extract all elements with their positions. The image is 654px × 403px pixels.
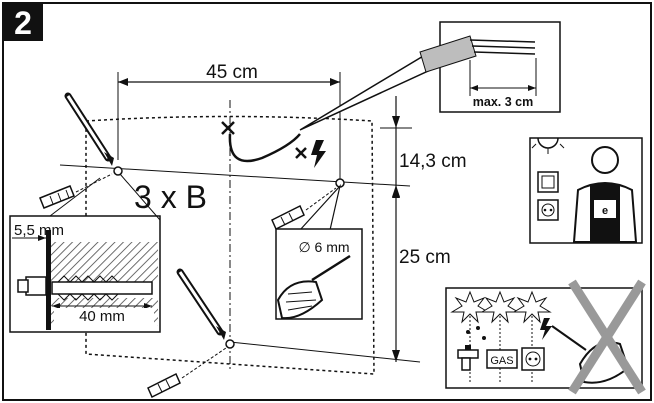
- drill-hole-bottom: [225, 339, 235, 349]
- burst-icon: [450, 290, 552, 324]
- bottom-mount-line: [229, 341, 421, 363]
- lower-vertical-label: 25 cm: [399, 247, 451, 268]
- switch-icon: [537, 171, 559, 193]
- pencil-icon: [64, 92, 114, 166]
- socket-icon: [521, 347, 545, 371]
- gas-icon: GAS: [486, 349, 518, 369]
- drill-icon: [276, 280, 324, 320]
- cable-strip-label: max. 3 cm: [473, 95, 533, 109]
- wall-plug-icon: [271, 204, 305, 231]
- wall-plug-icon: [147, 372, 181, 399]
- light-bulb-icon: [531, 137, 565, 154]
- drill-hole-left: [113, 166, 123, 176]
- gas-label: GAS: [490, 355, 513, 367]
- warning-panel: GAS: [445, 279, 646, 395]
- wall-plug-icon: [39, 185, 75, 209]
- electrician-panel: e: [529, 137, 643, 244]
- horizontal-dimension-label: 45 cm: [206, 62, 258, 83]
- cable-detail-panel: [439, 21, 561, 113]
- electrician-icon: e: [572, 146, 638, 243]
- anchor-count-label: 3 x B: [134, 179, 207, 215]
- svg-text:e: e: [602, 205, 608, 217]
- cable-warning: [221, 121, 307, 163]
- electric-shock-icon: [540, 318, 552, 340]
- drill-bit-label: ∅ 6 mm: [298, 239, 349, 255]
- electric-shock-icon: [311, 140, 326, 168]
- pencil-icon: [176, 268, 226, 340]
- stripped-cable: [419, 35, 537, 96]
- water-drops-icon: [466, 326, 486, 340]
- upper-vertical-label: 14,3 cm: [399, 151, 467, 172]
- anchor-depth-label: 40 mm: [79, 308, 125, 325]
- horizontal-dimension: 45 cm: [117, 62, 341, 180]
- drilling-prohibited-cross-icon: [568, 279, 646, 395]
- socket-icon: [537, 199, 559, 221]
- step-badge: [3, 3, 43, 41]
- anchor-width-label: 5,5 mm: [14, 222, 64, 239]
- anchor-detail-panel: [9, 215, 161, 333]
- tap-icon: [457, 345, 479, 371]
- vertical-dimension-lower: 25 cm: [392, 185, 451, 362]
- step-number: 2: [14, 5, 32, 41]
